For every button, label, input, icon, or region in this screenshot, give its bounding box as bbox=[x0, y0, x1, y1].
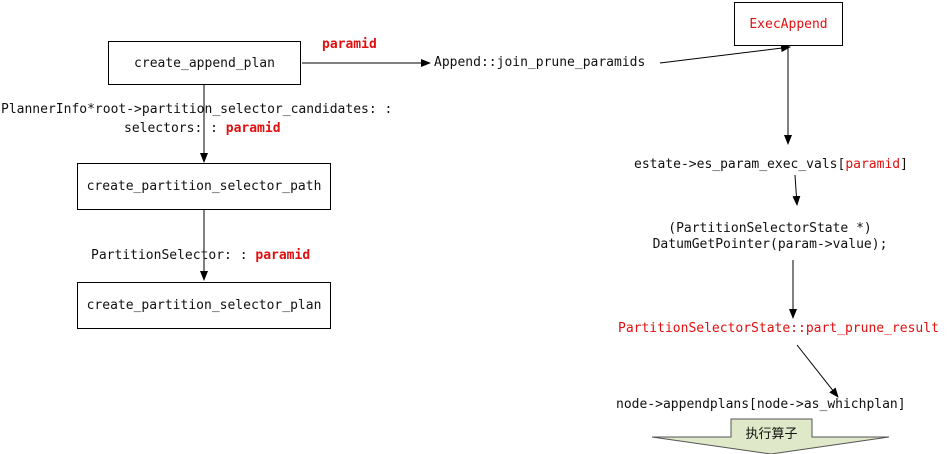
label-exec-operator: 执行算子 bbox=[745, 427, 798, 442]
label-estate-param-exec-vals: estate->es_param_exec_vals[paramid] bbox=[634, 157, 908, 173]
label-join-prune-paramids: Append::join_prune_paramids bbox=[434, 55, 646, 70]
node-exec-append: ExecAppend bbox=[734, 2, 843, 46]
label-partition-selector-paramid: paramid bbox=[255, 248, 311, 263]
label-cast-partition-selector-state: (PartitionSelectorState *) DatumGetPoint… bbox=[620, 221, 920, 253]
label-partition-selector: PartitionSelector: : paramid bbox=[91, 248, 310, 264]
label-partition-selector-prefix: PartitionSelector: : bbox=[91, 248, 256, 263]
label-estate-paramid: paramid bbox=[845, 157, 901, 172]
label-selectors-prefix: selectors: : bbox=[124, 121, 226, 136]
label-appendplans: node->appendplans[node->as_whichplan] bbox=[616, 397, 906, 412]
node-create-append-plan: create_append_plan bbox=[108, 41, 301, 85]
arrow-part-prune-to-appendplans bbox=[796, 344, 839, 398]
arrow-join-prune-to-execappend bbox=[659, 44, 791, 64]
label-planner-info: PlannerInfo*root->partition_selector_can… bbox=[1, 102, 393, 117]
label-paramid-top: paramid bbox=[322, 37, 377, 52]
label-estate-suffix: ] bbox=[900, 157, 908, 172]
label-estate-prefix: estate->es_param_exec_vals[ bbox=[634, 157, 846, 172]
label-selectors: selectors: : paramid bbox=[124, 121, 281, 137]
label-cast-line2: DatumGetPointer(param->value); bbox=[652, 237, 888, 252]
node-create-partition-selector-plan: create_partition_selector_plan bbox=[77, 282, 331, 329]
arrow-estate-to-cast bbox=[792, 174, 801, 206]
label-selectors-paramid: paramid bbox=[225, 121, 281, 136]
label-part-prune-result: PartitionSelectorState::part_prune_resul… bbox=[618, 321, 939, 336]
exec-operator-banner-shape bbox=[651, 418, 890, 454]
label-cast-line1: (PartitionSelectorState *) bbox=[668, 221, 872, 236]
node-create-partition-selector-path: create_partition_selector_path bbox=[77, 163, 331, 210]
